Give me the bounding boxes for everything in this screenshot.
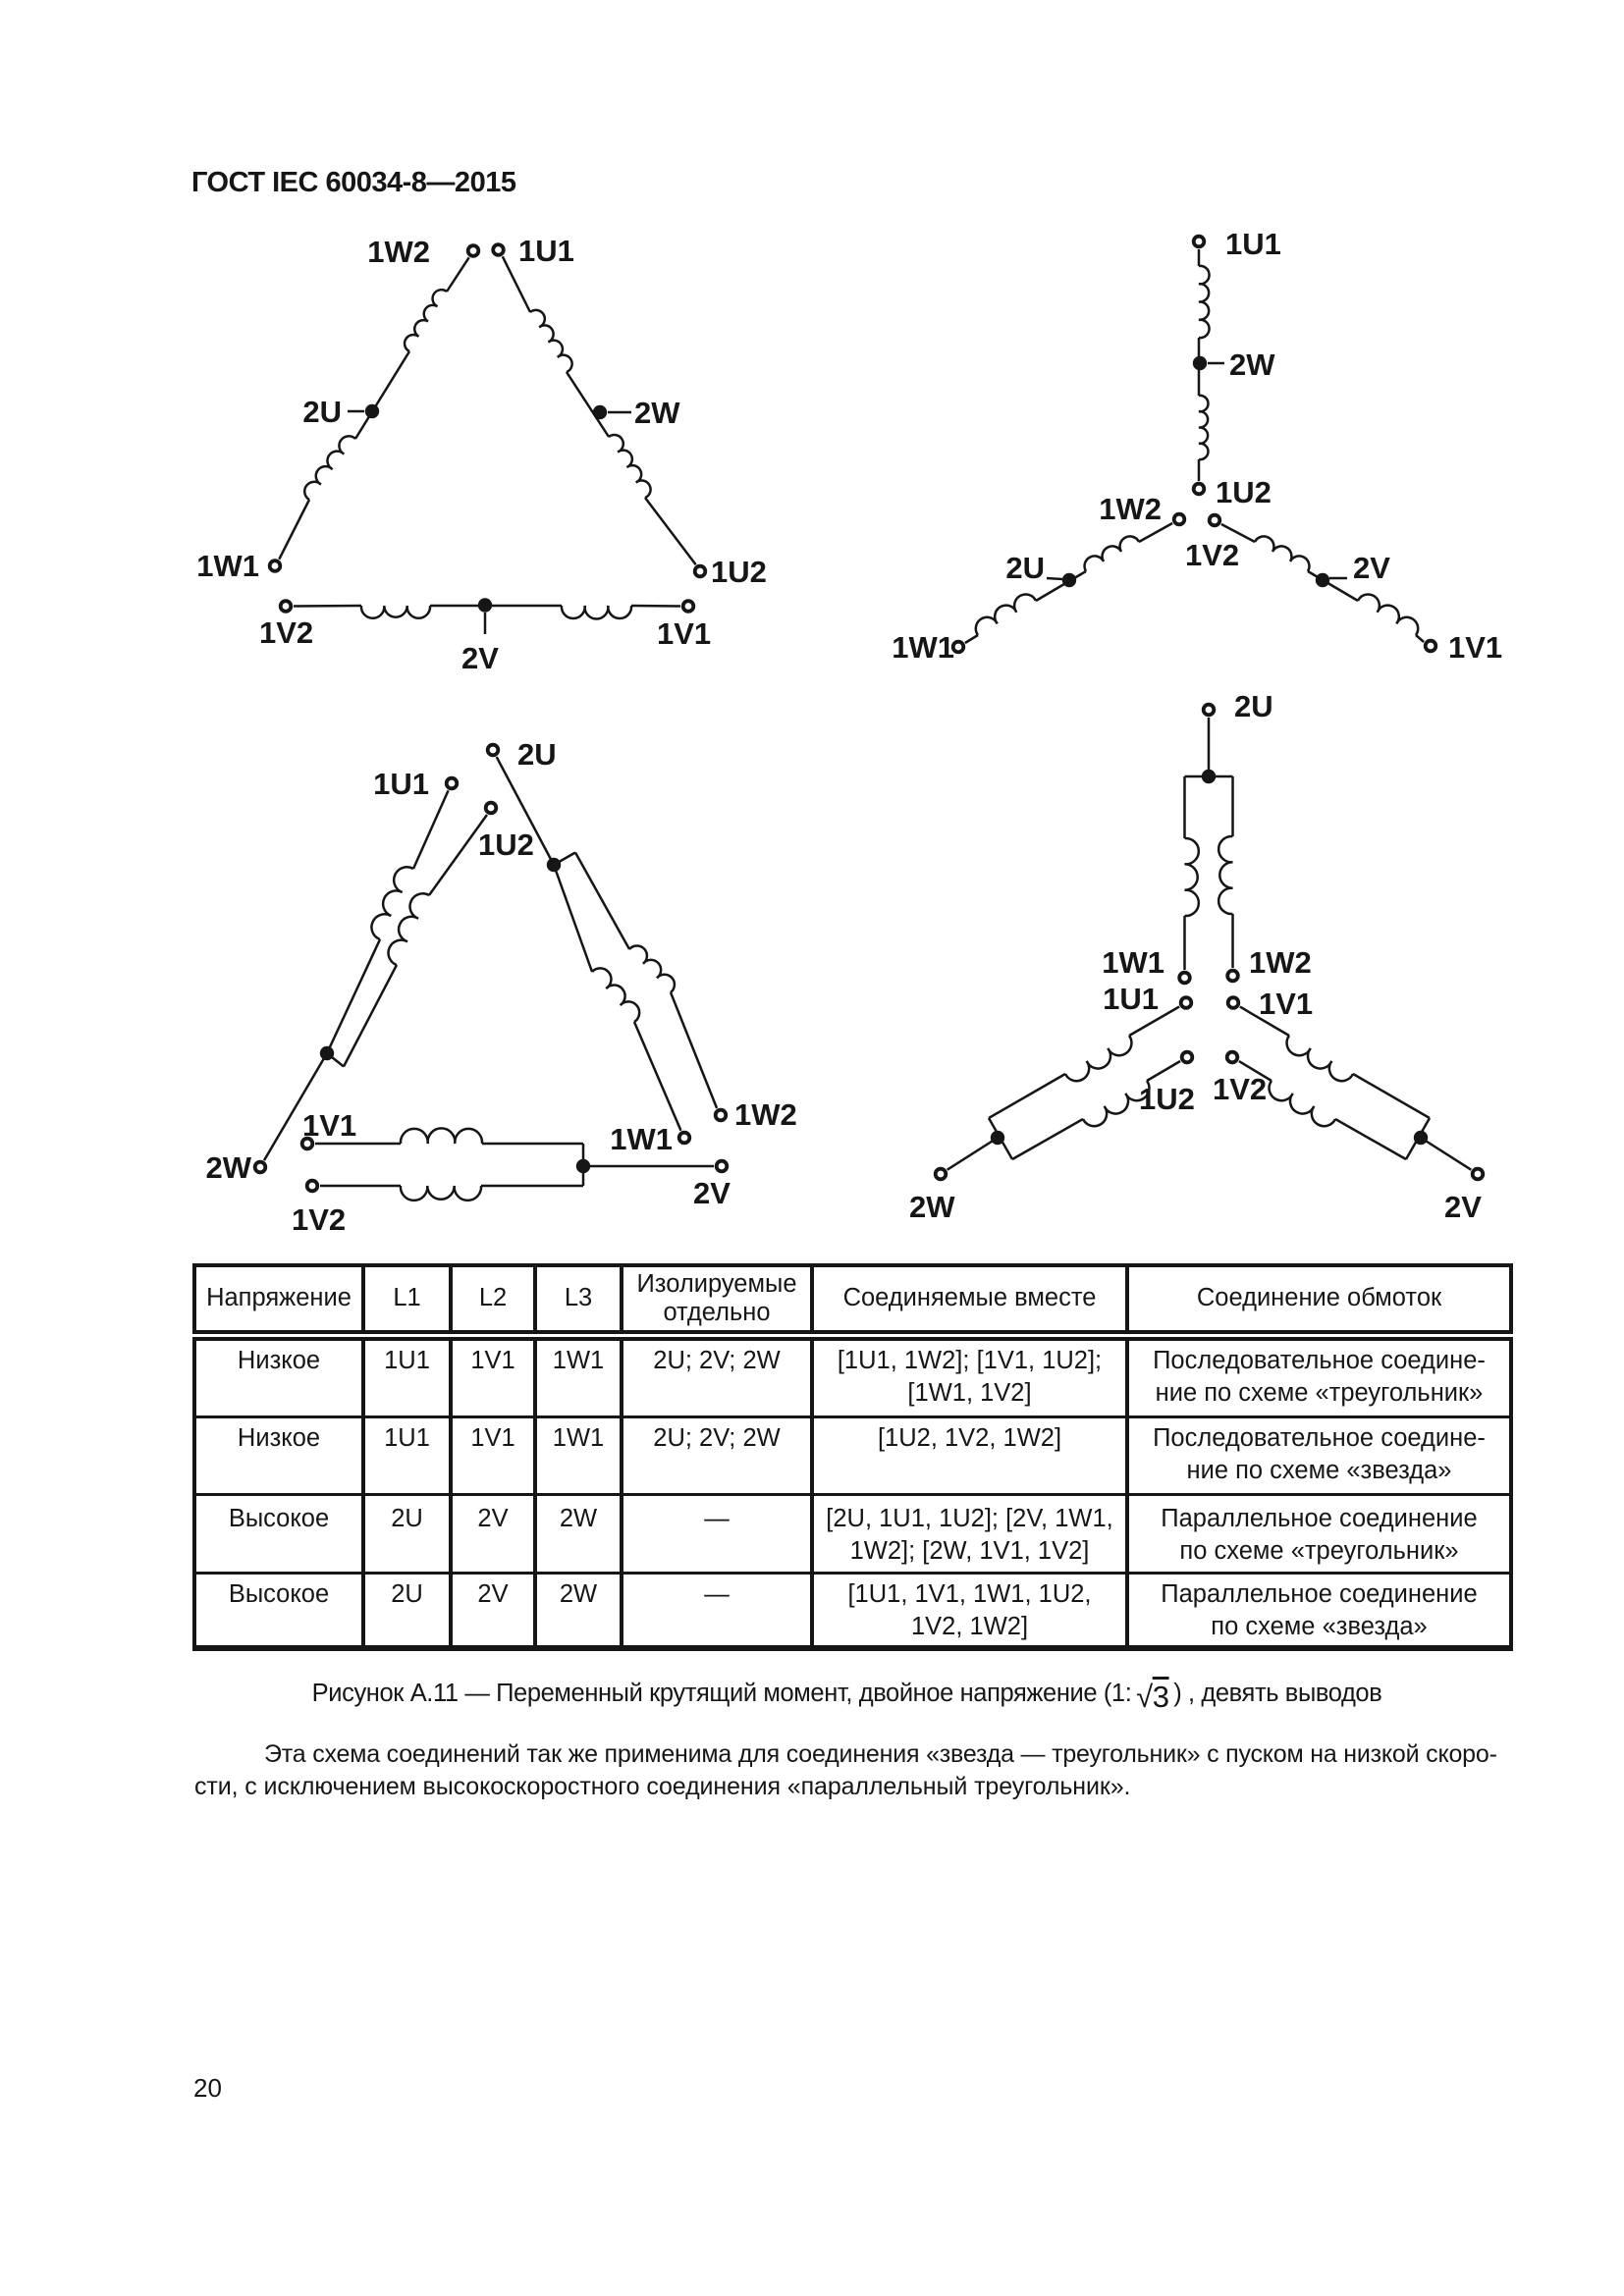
svg-text:1V2: 1V2 [1185, 538, 1239, 572]
svg-text:1U2: 1U2 [478, 828, 534, 862]
svg-text:1V2: 1V2 [1213, 1072, 1267, 1106]
svg-text:1U1: 1U1 [1103, 982, 1159, 1016]
svg-text:1W2: 1W2 [1099, 492, 1162, 526]
svg-text:1U2: 1U2 [1139, 1082, 1195, 1116]
svg-text:1V1: 1V1 [302, 1108, 356, 1143]
svg-text:1W1: 1W1 [1102, 945, 1164, 980]
svg-text:2U: 2U [517, 737, 557, 772]
svg-text:2V: 2V [693, 1176, 731, 1210]
svg-text:2W: 2W [206, 1150, 252, 1185]
svg-text:1U2: 1U2 [1216, 475, 1272, 509]
svg-text:1V2: 1V2 [259, 615, 313, 650]
svg-text:1V2: 1V2 [292, 1202, 346, 1237]
svg-text:1W1: 1W1 [196, 549, 259, 583]
svg-text:1W1: 1W1 [610, 1122, 673, 1156]
svg-text:1U1: 1U1 [373, 767, 429, 801]
svg-text:1U1: 1U1 [518, 234, 574, 268]
svg-text:1W1: 1W1 [892, 630, 954, 665]
svg-text:2W: 2W [1229, 347, 1275, 382]
svg-text:2V: 2V [1353, 551, 1390, 585]
svg-text:1V1: 1V1 [1448, 630, 1502, 665]
svg-text:1U2: 1U2 [711, 555, 767, 589]
svg-text:2U: 2U [302, 395, 342, 429]
svg-text:2W: 2W [909, 1190, 955, 1224]
svg-text:2U: 2U [1234, 689, 1273, 723]
svg-text:1V1: 1V1 [1259, 987, 1313, 1021]
svg-text:1U1: 1U1 [1225, 227, 1281, 261]
svg-text:2V: 2V [1444, 1190, 1482, 1224]
svg-text:2U: 2U [1005, 551, 1045, 585]
svg-text:2W: 2W [634, 396, 680, 430]
svg-text:1W2: 1W2 [1249, 945, 1312, 980]
svg-text:2V: 2V [461, 641, 499, 675]
svg-text:1W2: 1W2 [367, 235, 430, 269]
svg-text:1V1: 1V1 [657, 616, 711, 651]
svg-text:1W2: 1W2 [734, 1097, 797, 1132]
